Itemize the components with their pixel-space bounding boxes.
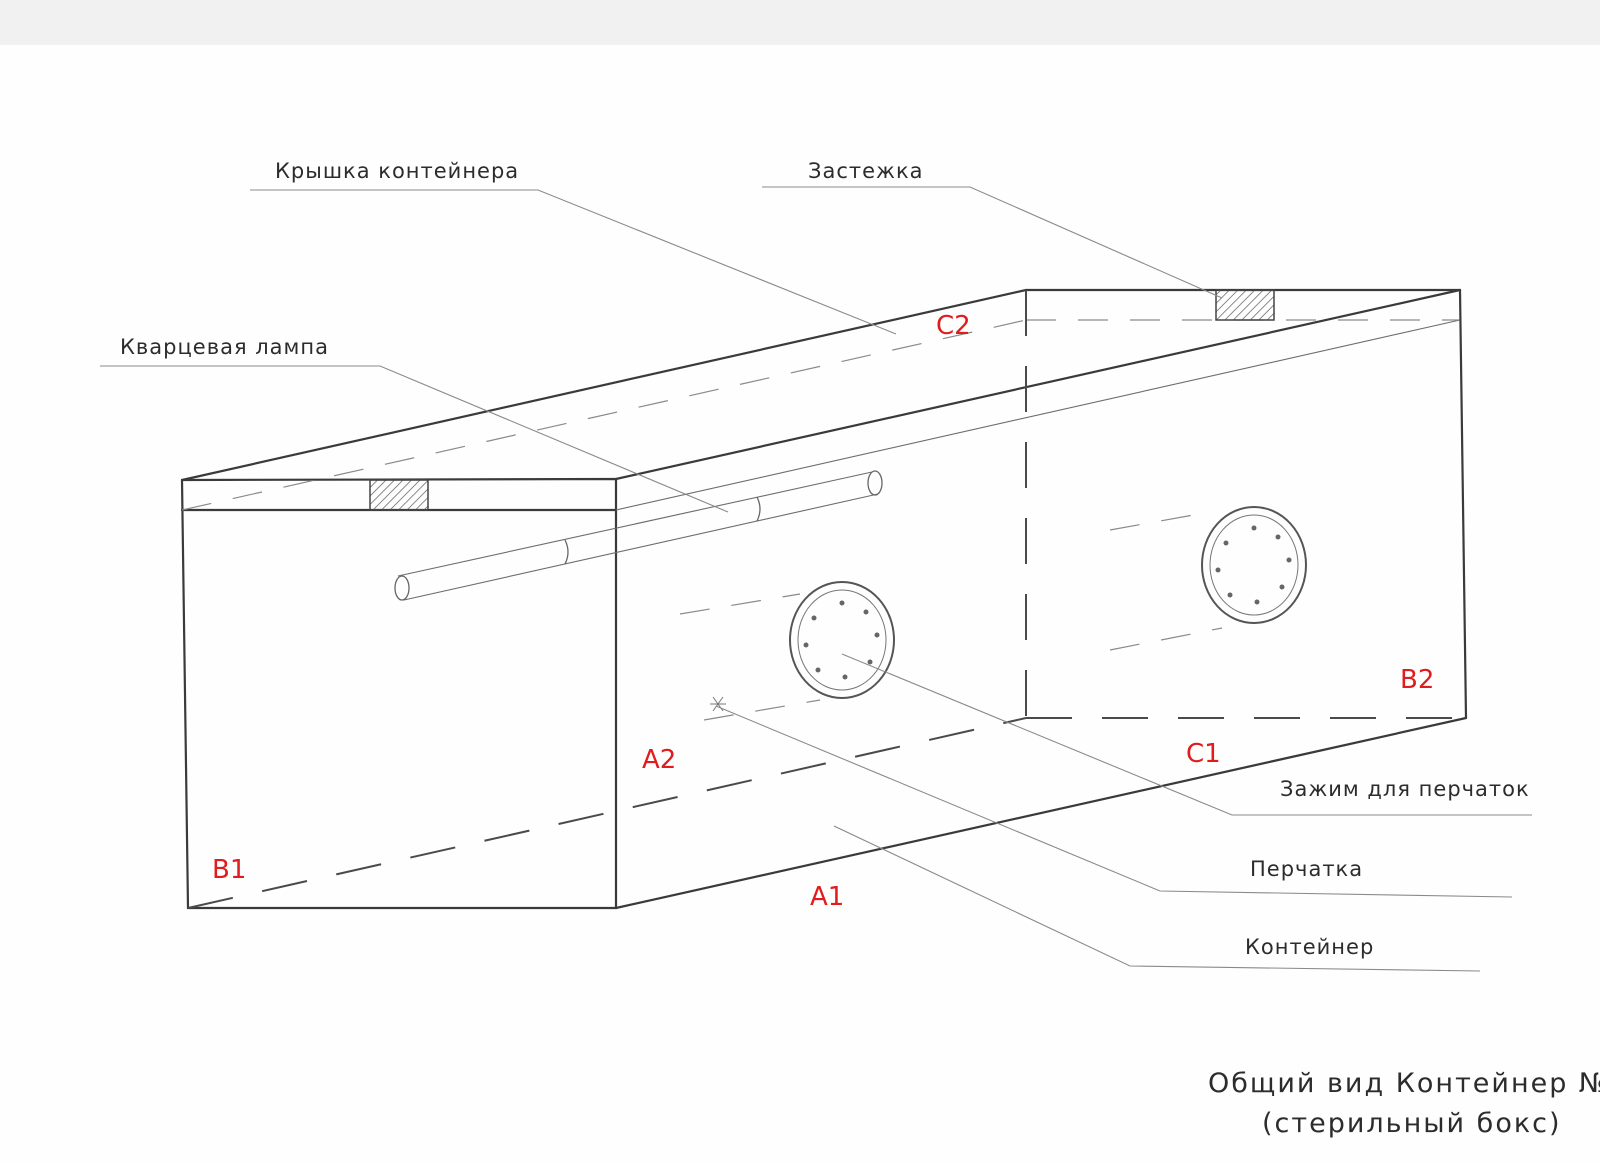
marker-b2: B2 xyxy=(1400,665,1434,695)
marker-c2: C2 xyxy=(936,311,971,341)
glove-port-front xyxy=(679,581,895,721)
front-end-face xyxy=(180,477,618,910)
label-lid: Крышка контейнера xyxy=(275,159,519,183)
drawing-title: Общий вид Контейнер №2 xyxy=(1208,1068,1600,1099)
container-lid xyxy=(180,288,1462,511)
marker-a1: A1 xyxy=(810,882,844,912)
clasp-rear xyxy=(1215,289,1275,321)
quartz-lamp xyxy=(394,470,883,601)
marker-b1: B1 xyxy=(212,855,246,885)
marker-a2: A2 xyxy=(642,745,676,775)
container-bottom xyxy=(187,716,1468,910)
marker-c1: C1 xyxy=(1186,739,1221,769)
label-glove: Перчатка xyxy=(1250,857,1363,881)
drawing-subtitle: (стерильный бокс) xyxy=(1262,1108,1562,1139)
label-container: Контейнер xyxy=(1245,935,1374,959)
glove-port-rear xyxy=(1109,506,1307,651)
clasp-front xyxy=(369,479,429,511)
label-clasp: Застежка xyxy=(808,159,924,183)
rear-end-face xyxy=(1025,288,1468,720)
label-quartz-lamp: Кварцевая лампа xyxy=(120,335,329,359)
label-glove-clamp: Зажим для перчаток xyxy=(1280,777,1530,801)
leader-lines xyxy=(100,186,1532,972)
